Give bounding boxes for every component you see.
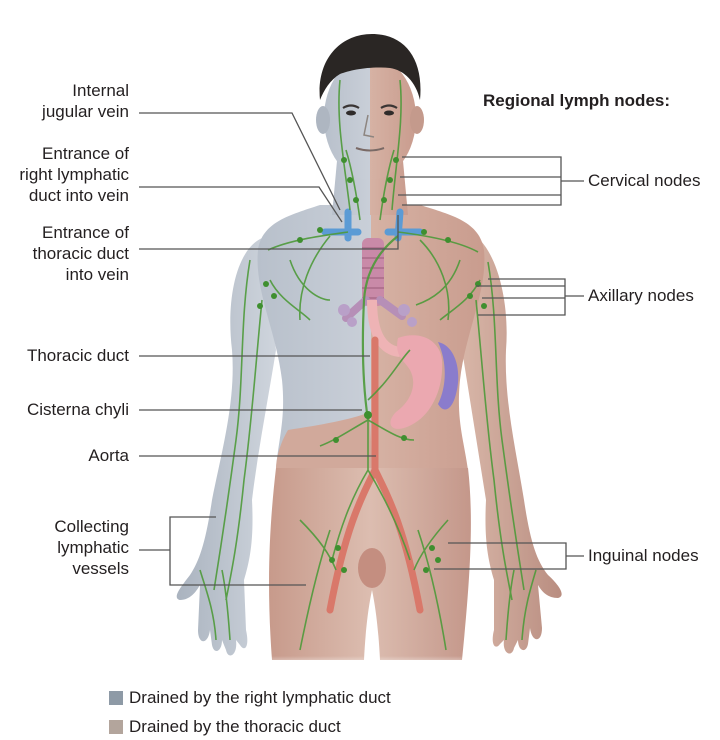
head — [324, 56, 416, 180]
organs — [321, 208, 459, 614]
label-thoracic-duct: Thoracic duct — [26, 346, 129, 365]
label-cisterna-chyli: Cisterna chyli — [26, 400, 129, 419]
left-arm — [462, 232, 562, 654]
leader-thoracic-duct-entrance — [139, 215, 399, 250]
legend-swatch-right-lymphatic — [109, 691, 123, 705]
legend-swatch-thoracic — [109, 720, 123, 734]
lymphatic-vessels — [199, 79, 537, 651]
thoracic-duct-line — [361, 235, 399, 421]
right-subclavian-vein — [321, 208, 362, 242]
label-inguinal-nodes: Inguinal nodes — [588, 546, 699, 565]
body-silhouette — [176, 34, 562, 670]
label-axillary-nodes: Axillary nodes — [588, 286, 694, 305]
leader-right-lymphatic-duct — [139, 186, 343, 223]
label-thoracic-duct-entrance: Entrance of thoracic duct into vein — [32, 223, 129, 284]
esophagus — [367, 299, 401, 357]
leader-internal-jugular-vein — [139, 112, 341, 211]
spleen — [438, 342, 459, 410]
regional-lymph-nodes-title: Regional lymph nodes: — [483, 91, 671, 110]
lymph-nodes — [257, 157, 487, 573]
leader-lines — [139, 112, 584, 586]
legend-item-right-lymphatic-duct: Drained by the right lymphatic duct — [109, 687, 391, 709]
label-cervical-nodes: Cervical nodes — [588, 171, 701, 190]
label-right-lymphatic-duct-entrance: Entrance of right lymphatic duct into ve… — [19, 144, 129, 205]
aorta — [326, 336, 424, 614]
hair — [319, 34, 421, 100]
label-collecting-lymphatic-vessels: Collecting lymphatic vessels — [54, 517, 129, 578]
legend-item-thoracic-duct: Drained by the thoracic duct — [109, 716, 341, 738]
label-internal-jugular-vein: Internal jugular vein — [42, 81, 129, 121]
label-aorta: Aorta — [88, 446, 129, 465]
right-arm — [176, 238, 276, 656]
